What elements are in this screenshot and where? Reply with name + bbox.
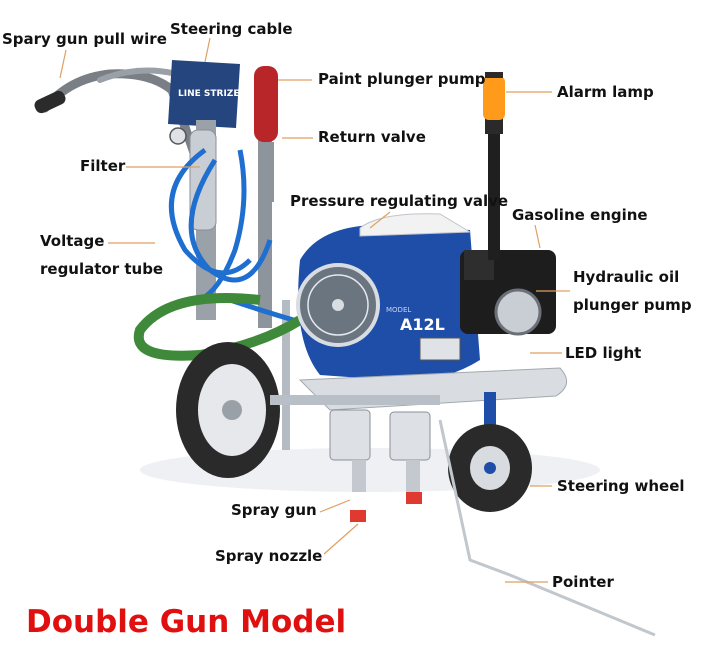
label-spray-gun: Spray gun [231, 501, 317, 519]
label-hydraulic-line2: plunger pump [573, 296, 692, 314]
label-gasoline-engine: Gasoline engine [512, 206, 648, 224]
rear-wheel [176, 342, 280, 478]
alarm-lamp-assembly [483, 72, 505, 260]
pointer-rod [438, 419, 656, 637]
label-return-valve: Return valve [318, 128, 426, 146]
spray-gun-assembly [270, 395, 440, 522]
gasoline-engine [460, 250, 556, 336]
model-small-text: MODEL [386, 306, 411, 314]
spray-nozzle-right [406, 492, 422, 504]
label-filter: Filter [80, 157, 126, 175]
label-spray-nozzle: Spray nozzle [215, 547, 323, 565]
label-spray-gun-pull-wire: Spary gun pull wire [2, 30, 167, 48]
paint-plunger-pump [254, 66, 278, 202]
label-pointer: Pointer [552, 573, 614, 591]
label-paint-plunger-pump: Paint plunger pump [318, 70, 486, 88]
model-badge-text: A12L [400, 315, 445, 334]
steering-wheel [448, 392, 532, 512]
blue-housing: MODEL A12L [296, 225, 480, 381]
label-voltage-line1: Voltage [40, 232, 105, 250]
green-suction-hose [133, 293, 303, 361]
control-panel: LINE STRIZER [168, 60, 246, 145]
label-pressure-regulating-valve: Pressure regulating valve [290, 192, 509, 210]
panel-brand-text: LINE STRIZER [178, 89, 246, 99]
label-hydraulic-line1: Hydraulic oil [573, 268, 680, 286]
label-steering-wheel: Steering wheel [557, 477, 685, 495]
spray-nozzle-left [350, 510, 366, 522]
label-steering-cable: Steering cable [170, 20, 293, 38]
label-led-light: LED light [565, 344, 642, 362]
page-title: Double Gun Model [26, 604, 347, 640]
top-cover [359, 213, 472, 237]
label-voltage-line2: regulator tube [40, 260, 164, 278]
label-alarm-lamp: Alarm lamp [557, 83, 654, 101]
leader-lines [59, 37, 570, 583]
